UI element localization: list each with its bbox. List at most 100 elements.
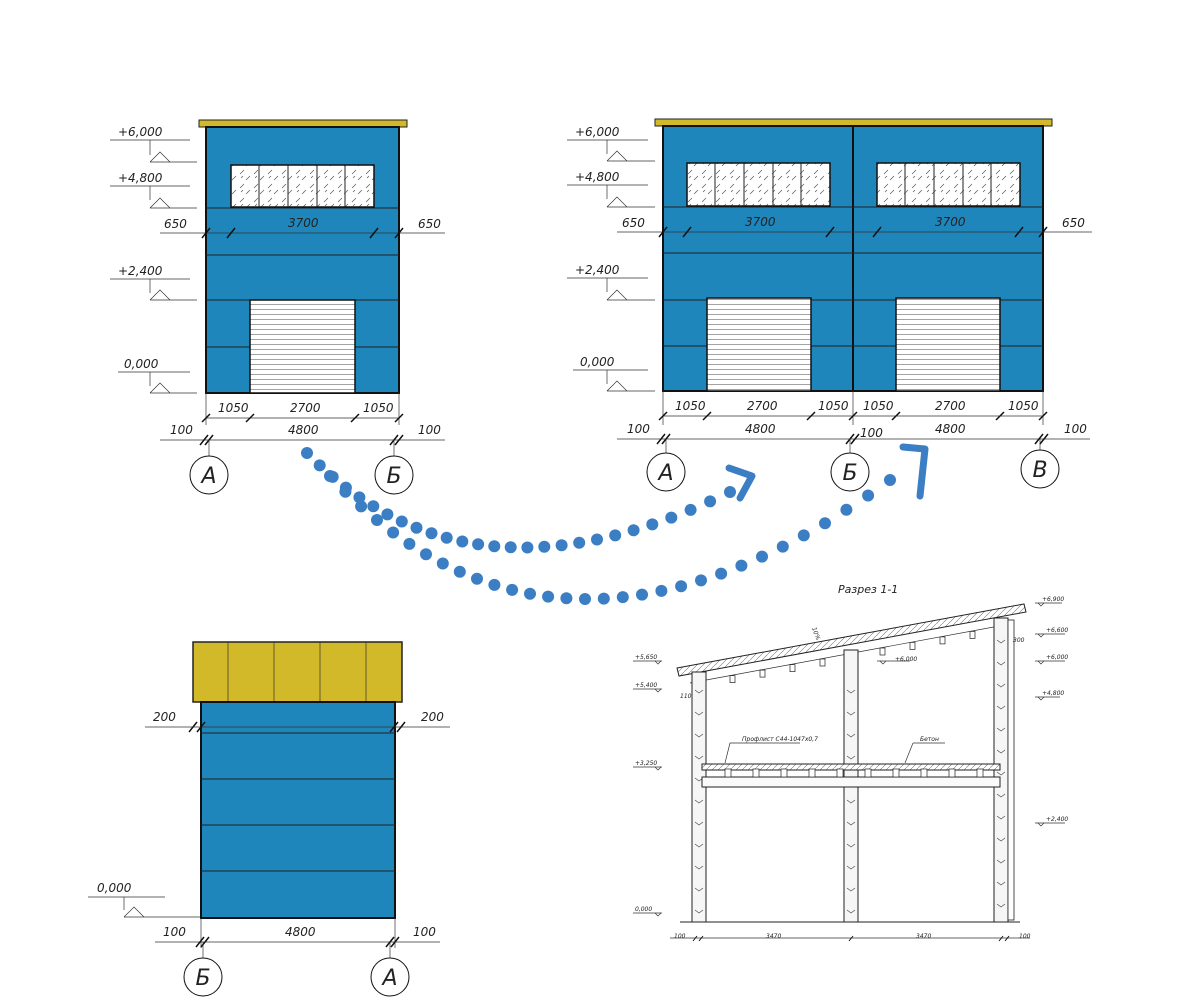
column-mark — [694, 755, 704, 760]
column-mark — [846, 711, 856, 716]
level-label: +5,650 — [635, 654, 657, 661]
arrow-dot — [819, 517, 831, 530]
bottom-dimension-line: 1050 2700 1050 100 4800 100 — [160, 393, 445, 446]
dim-label: 110 — [680, 693, 692, 700]
joist — [724, 768, 732, 778]
wall-cladding — [1007, 619, 1015, 921]
arrow-dot — [591, 533, 603, 546]
level-label: +6,600 — [1046, 627, 1068, 634]
level-mark-icon — [123, 897, 200, 918]
column-mark — [996, 881, 1006, 886]
dim-label: 4800 — [285, 925, 316, 939]
level-mark-icon — [1037, 633, 1045, 638]
joist — [892, 768, 900, 778]
window-band — [230, 164, 375, 208]
arrow-dot — [735, 559, 748, 572]
arrow-dot — [636, 588, 648, 601]
dim-label: 4800 — [745, 422, 776, 436]
purlin — [819, 658, 826, 667]
dim-label: 100 — [860, 426, 883, 440]
section-title: Разрез 1-1 — [838, 583, 898, 596]
purlin — [879, 647, 886, 656]
level-label: +4,800 — [1042, 690, 1064, 697]
dim-label: 2700 — [935, 399, 966, 413]
dim-label: 4800 — [935, 422, 966, 436]
wall-panel — [200, 701, 396, 919]
axis-label: Б — [386, 464, 401, 489]
dim-label: 200 — [153, 710, 176, 724]
arrow-dot — [542, 590, 555, 603]
column-mark — [846, 887, 856, 892]
side-elevation: 200 200 0,000 100 4800 100 Б А — [88, 641, 450, 997]
tick-mark-icon — [692, 935, 1010, 942]
level-mark-icon — [606, 278, 655, 301]
axis-bubble-icon — [374, 455, 414, 495]
dim-label: 1050 — [818, 399, 849, 413]
dim-label: 650 — [164, 217, 187, 231]
dim-label: 3470 — [916, 933, 931, 940]
arrow-dot — [715, 567, 728, 580]
arrow-dot — [776, 540, 789, 553]
arrow-dot — [573, 536, 586, 549]
arrow-dot — [471, 572, 483, 585]
facade-single: +6,000 +4,800 +2,400 0,000 650 3700 650 … — [110, 119, 445, 495]
arrow-dot — [301, 447, 313, 459]
level-marks: +6,000 +4,800 +2,400 0,000 — [567, 125, 655, 392]
purlin — [729, 675, 736, 683]
purlin — [759, 669, 766, 678]
column-mark — [846, 843, 856, 848]
level-label: +6,900 — [1042, 596, 1064, 603]
column-mark — [846, 865, 856, 870]
level-mark-icon — [1037, 602, 1045, 607]
arrow-dot — [538, 540, 551, 553]
joist — [836, 768, 844, 778]
level-mark-icon — [149, 279, 197, 301]
level-label: 0,000 — [635, 906, 652, 913]
dim-label: 3700 — [288, 216, 319, 230]
column-mark — [694, 733, 704, 738]
column-mark — [846, 799, 856, 804]
level-mark-icon — [606, 140, 655, 162]
level-label: +6,000 — [118, 125, 163, 139]
arrow-dot — [381, 508, 394, 521]
section-1-1: Разрез 1-1 +5,650 +5,400 +3,250 — [633, 583, 1068, 942]
level-label: +4,800 — [575, 170, 620, 184]
arrow-dot — [403, 537, 416, 550]
axis-label: Б — [195, 966, 210, 991]
level-mark-icon — [654, 688, 662, 693]
section-levels-left: +5,650 +5,400 +3,250 0,000 — [633, 654, 662, 917]
arrow-dot — [675, 580, 688, 593]
arrow-dot — [488, 540, 501, 553]
dim-label: 3470 — [766, 933, 781, 940]
level-mark-icon — [879, 660, 887, 665]
deck-label: Профлист С44-1047х0,7 — [742, 736, 818, 743]
section-levels-right: +6,900 +6,600 +6,000 +4,800 +2,400 — [1035, 596, 1068, 827]
arrow-dot — [506, 583, 519, 596]
arrow-dot — [646, 518, 659, 531]
arrow-dot — [387, 526, 400, 539]
level-mark-icon — [1037, 696, 1045, 701]
arrow-dot — [797, 529, 810, 542]
axis-bubble-icon — [189, 455, 229, 495]
dim-label: 300 — [1013, 637, 1025, 644]
arrow-dot — [395, 515, 408, 528]
column-left — [691, 671, 707, 923]
column-mark — [996, 705, 1006, 710]
dim-label: 100 — [627, 422, 650, 436]
arrow-dot — [367, 500, 380, 513]
joist — [808, 768, 816, 778]
dim-label: 650 — [1062, 216, 1085, 230]
arrow-dot — [609, 529, 622, 542]
window-band — [876, 162, 1021, 207]
purlin — [939, 636, 946, 645]
arrow-dot — [371, 514, 383, 526]
dim-label: 1050 — [863, 399, 894, 413]
dim-label: 100 — [674, 933, 686, 940]
dim-label: 3700 — [935, 215, 966, 229]
level-mark-icon — [606, 185, 655, 208]
dim-label: 650 — [622, 216, 645, 230]
arrow-dot — [521, 541, 534, 554]
column-mark — [846, 689, 856, 694]
